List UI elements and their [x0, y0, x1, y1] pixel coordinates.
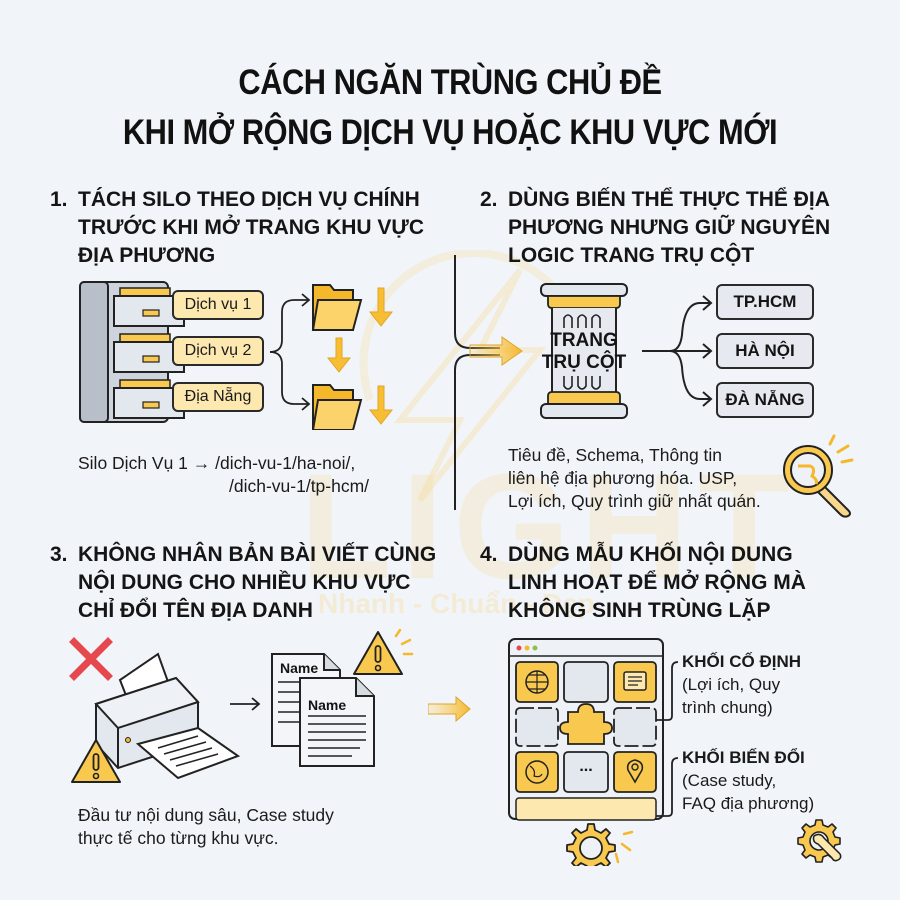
arrow-right-icon — [428, 695, 471, 723]
arrow-right-icon — [230, 697, 261, 711]
drawer-label-service-1: Dịch vụ 1 — [172, 290, 264, 320]
section-3-heading: 3. KHÔNG NHÂN BẢN BÀI VIẾT CÙNG NỘI DUNG… — [50, 543, 437, 622]
warning-icon — [71, 739, 121, 783]
fixed-block-title: KHỐI CỐ ĐỊNH — [682, 652, 801, 671]
section-1-heading: 1. TÁCH SILO THEO DỊCH VỤ CHÍNH TRƯỚC KH… — [50, 188, 424, 267]
drawer-label-service-2: Dịch vụ 2 — [172, 336, 264, 366]
section-2-heading: 2. DÙNG BIẾN THỂ THỰC THỂ ĐỊA PHƯƠNG NHƯ… — [480, 188, 831, 267]
magnifier-icon — [783, 434, 854, 518]
section-3-caption: Đầu tư nội dung sâu, Case study thực tế … — [78, 805, 334, 848]
branch-arrows — [642, 295, 713, 407]
content-block-template-icon — [508, 638, 664, 866]
fixed-block-label: KHỐI CỐ ĐỊNH (Lợi ích, Quy trình chung) — [682, 650, 882, 719]
pillar-icon — [540, 283, 628, 419]
folder-icon — [311, 284, 363, 331]
drawer-label-location: Địa Nẵng — [172, 382, 264, 412]
doc-label-1: Name — [280, 660, 319, 676]
city-box-tphcm: TP.HCM — [716, 284, 814, 320]
page-title-line-1: CÁCH NGĂN TRÙNG CHỦ ĐỀ — [238, 63, 662, 102]
block-connectors — [656, 661, 679, 817]
printer-icon — [94, 652, 241, 780]
section-2-number: 2. — [480, 188, 498, 211]
warning-icon — [353, 628, 414, 675]
page-title: CÁCH NGĂN TRÙNG CHỦ ĐỀ KHI MỞ RỘNG DỊCH … — [54, 58, 846, 158]
city-box-hanoi: HÀ NỘI — [716, 333, 814, 369]
file-cabinet-icon — [79, 281, 185, 423]
doc-label-2: Name — [308, 697, 347, 713]
pillar-label: TRANG TRỤ CỘT — [541, 330, 627, 373]
variable-block-title: KHỐI BIẾN ĐỔI — [682, 748, 805, 767]
section-3-number: 3. — [50, 543, 68, 566]
silo-flow-diagram — [269, 284, 394, 430]
gear-wrench-icon — [797, 819, 842, 863]
section-divider — [454, 255, 523, 510]
section-4-heading: 4. DÙNG MẪU KHỐI NỘI DUNG LINH HOẠT ĐỂ M… — [480, 543, 806, 622]
section-1-number: 1. — [50, 188, 68, 211]
section-4-number: 4. — [480, 543, 498, 566]
city-box-danang: ĐÀ NẴNG — [716, 382, 814, 418]
duplicate-documents-icon — [271, 653, 375, 767]
variable-block-label: KHỐI BIẾN ĐỔI (Case study, FAQ địa phươn… — [682, 746, 882, 815]
page-title-line-2: KHI MỞ RỘNG DỊCH VỤ HOẶC KHU VỰC MỚI — [122, 113, 778, 152]
section-1-caption: Silo Dịch Vụ 1 → /dich-vu-1/ha-noi/, /di… — [78, 453, 370, 496]
block-ellipsis: ... — [579, 758, 593, 775]
section-2-caption: Tiêu đề, Schema, Thông tin liên hệ địa p… — [508, 445, 761, 511]
red-x-icon — [69, 637, 113, 681]
